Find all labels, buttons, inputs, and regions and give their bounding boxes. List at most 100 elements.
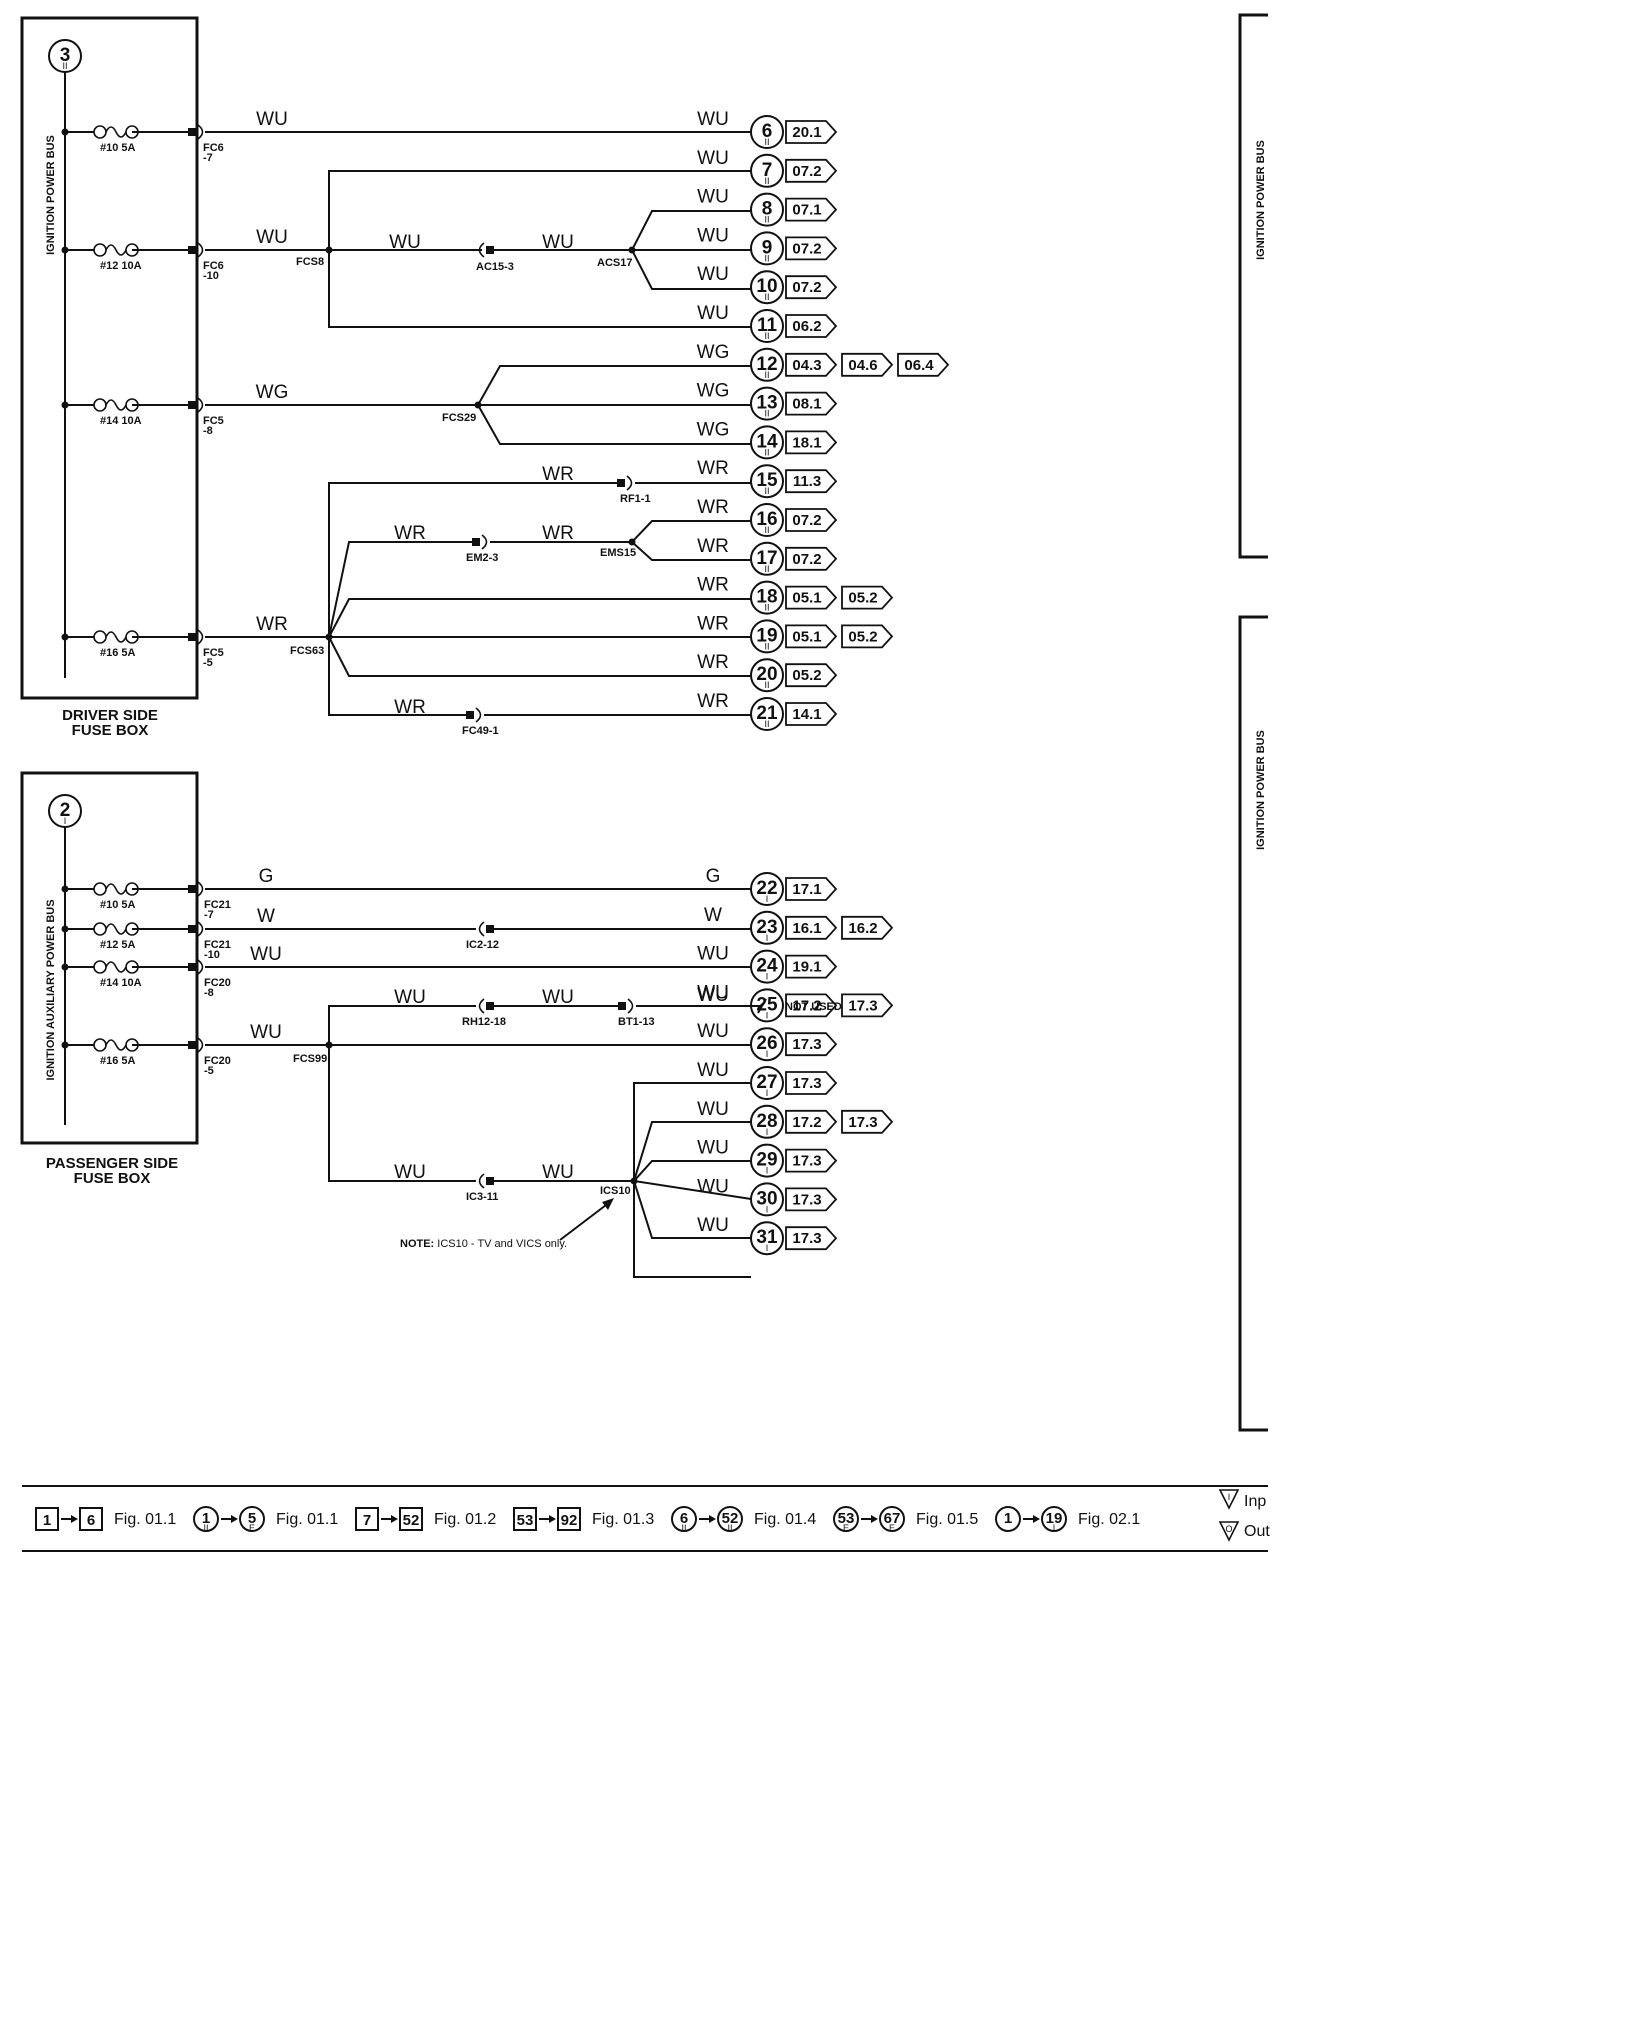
- ref-tag-icon: [785, 352, 838, 377]
- ref-12-0: 04.3: [792, 357, 821, 374]
- passenger-fuse-box: [20, 771, 199, 1145]
- wire-ics10-28: [633, 1160, 751, 1182]
- fuse-terminal: [93, 630, 107, 644]
- connector-pin: [188, 633, 196, 641]
- output-circle-19-suffix: II: [764, 641, 769, 651]
- splice-label-acs17: ACS17: [597, 257, 632, 269]
- pfuse-label-2: #14 10A: [100, 977, 142, 989]
- wire-fcs99-ic3: [328, 1045, 476, 1182]
- output-wire-28: WU: [697, 1099, 729, 1120]
- legend-sub-5: E: [843, 1523, 849, 1533]
- connector-socket: [478, 921, 485, 937]
- pfuse-icon-2: [93, 960, 139, 974]
- fuse-element: [105, 399, 127, 411]
- right-panel-2: [1238, 615, 1268, 1432]
- fuse-icon-2: [93, 398, 139, 412]
- legend-fig-2: Fig. 01.2: [434, 1511, 496, 1528]
- legend-fig-5: Fig. 01.5: [916, 1511, 978, 1528]
- output-circle-29-number: 29: [756, 1150, 777, 1171]
- pfuse-label-0: #10 5A: [100, 899, 136, 911]
- output-circle-20-suffix: II: [764, 680, 769, 690]
- wire-fcs8-bus: [328, 170, 751, 328]
- legend-sym-6: 1: [1004, 1510, 1012, 1527]
- legend-square-icon: [513, 1507, 537, 1531]
- output-circle-13-suffix: II: [764, 409, 769, 419]
- ref-31-0: 17.3: [792, 1230, 821, 1247]
- passenger-bus-label: IGNITION AUXILIARY POWER BUS: [45, 899, 57, 1080]
- connector-pin: [188, 246, 196, 254]
- output-circle-23-number: 23: [756, 917, 777, 938]
- passenger-box-label-1: PASSENGER SIDE: [46, 1155, 178, 1172]
- fuse-conn-3: FC5: [203, 647, 224, 659]
- legend-circle-icon: [671, 1506, 697, 1532]
- driver-bus-suffix: II: [62, 61, 67, 71]
- note-text: NOTE: ICS10 - TV and VICS only.: [400, 1238, 567, 1250]
- ref-18-0: 05.1: [792, 590, 821, 607]
- wire-ics10-26-31: [633, 1082, 751, 1278]
- legend-sym-3: 92: [561, 1512, 578, 1529]
- ref-tag-icon: [785, 915, 838, 940]
- output-circle-15: [750, 464, 784, 499]
- connector-socket: [197, 881, 204, 897]
- right-panel-1: [1238, 13, 1268, 559]
- output-circle-26-suffix: I: [766, 1049, 769, 1059]
- output-circle-9-number: 9: [762, 237, 773, 258]
- output-wire-15: WR: [697, 458, 729, 479]
- legend-fig-0: Fig. 01.1: [114, 1511, 176, 1528]
- wire-acs-8-9: [630, 210, 751, 251]
- legend-arrow-icon: [709, 1515, 716, 1523]
- pfuse-conn-1: FC21: [204, 939, 231, 951]
- output-circle-9: [750, 231, 784, 266]
- output-circle-27-number: 27: [756, 1072, 777, 1093]
- output-circle-8-number: 8: [762, 199, 773, 220]
- output-wire-24: WU: [697, 944, 729, 965]
- ref-13-0: 08.1: [792, 396, 821, 413]
- fuse-terminal: [93, 243, 107, 257]
- fuse-label-2: #14 10A: [100, 415, 142, 427]
- ref-22-0: 17.1: [792, 881, 821, 898]
- output-circle-24-number: 24: [756, 956, 778, 977]
- fuse-element: [105, 961, 127, 973]
- legend-square-icon: [399, 1507, 423, 1531]
- pfuse-label-1: #12 5A: [100, 939, 136, 951]
- pfuse-conn-2: FC20: [204, 977, 231, 989]
- pfuse-icon-1: [93, 922, 139, 936]
- pfuse-label-3: #16 5A: [100, 1055, 136, 1067]
- legend-sym-5: 53: [838, 1510, 855, 1527]
- connector-pin: [188, 401, 196, 409]
- wire-fcs63-rf: [328, 482, 625, 637]
- input-key-sym: I: [1228, 1492, 1231, 1502]
- output-wire-19: WR: [697, 613, 729, 634]
- fuse-icon-0: [93, 125, 139, 139]
- output-wire-27: WU: [697, 1060, 729, 1081]
- ref-tag-icon: [785, 1032, 838, 1057]
- connector-pin: [188, 925, 196, 933]
- ref-11-0: 06.2: [792, 318, 821, 335]
- splice-label-fcs29: FCS29: [442, 412, 476, 424]
- legend-sub-6: I: [1053, 1523, 1056, 1533]
- ref-23-0: 16.1: [792, 920, 821, 937]
- fuse-connector-icon-3: [188, 629, 204, 645]
- splice-label-ems15: EMS15: [600, 547, 636, 559]
- connector-socket: [197, 629, 204, 645]
- legend-sym-4: 6: [680, 1510, 688, 1527]
- conn-label-rf1-1: RF1-1: [620, 493, 651, 505]
- ref-tag-icon: [785, 546, 838, 571]
- ref-tag-icon: [841, 585, 894, 610]
- ref-6-0: 20.1: [792, 124, 821, 141]
- output-wire-8: WU: [697, 187, 729, 208]
- connector-pin: [617, 479, 625, 487]
- connector-socket: [197, 397, 204, 413]
- fuse-wire-1: WU: [256, 227, 288, 248]
- not-used-label: NOT USED: [785, 1001, 842, 1013]
- pfuse-conn-3: FC20: [204, 1055, 231, 1067]
- fuse-terminal: [93, 398, 107, 412]
- legend-arrow-icon: [1033, 1515, 1040, 1523]
- splice-label-fcs8: FCS8: [296, 256, 324, 268]
- wire-fcs63-18: [328, 598, 751, 638]
- output-circle-22-number: 22: [756, 878, 777, 899]
- legend-sub-5: E: [889, 1523, 895, 1533]
- mid-wire-label: WU: [389, 232, 421, 253]
- output-circle-12: [750, 347, 784, 382]
